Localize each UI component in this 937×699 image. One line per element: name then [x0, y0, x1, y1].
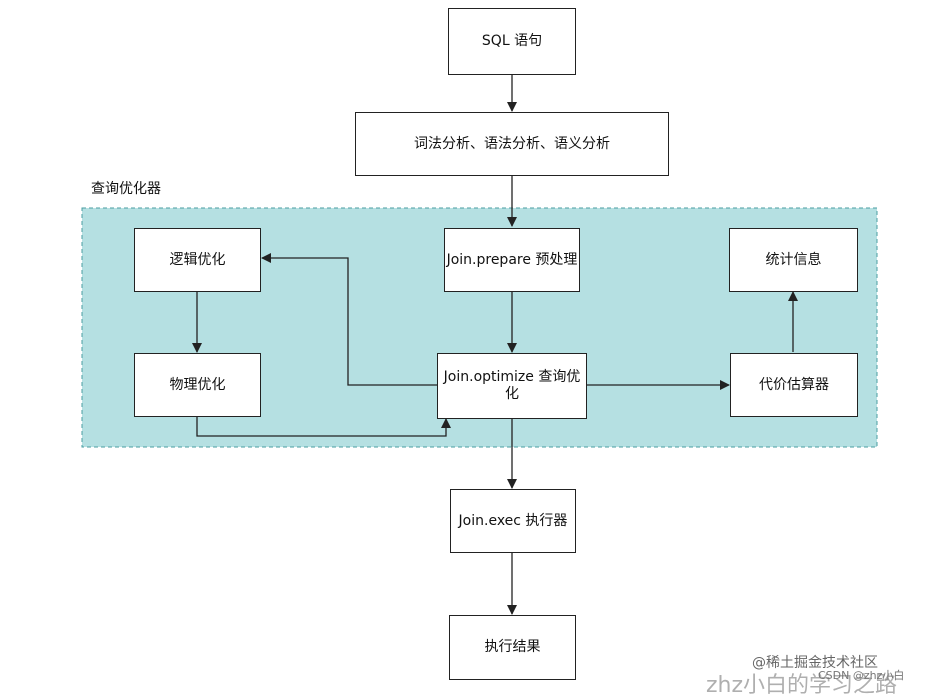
optimizer-group-label: 查询优化器 [91, 181, 161, 197]
watermark-csdn: CSDN @zhz小白 [818, 669, 905, 682]
execution-result-node: 执行结果 [449, 615, 576, 680]
join-optimize-node: Join.optimize 查询优化 [437, 353, 587, 419]
lexical-syntax-semantic-analysis-node: 词法分析、语法分析、语义分析 [355, 112, 669, 176]
statistics-node: 统计信息 [729, 228, 858, 292]
physical-optimization-node: 物理优化 [134, 353, 261, 417]
watermark-author: zhz小白的学习之路 [706, 673, 898, 698]
join-exec-node: Join.exec 执行器 [450, 489, 576, 553]
cost-estimator-node: 代价估算器 [730, 353, 858, 417]
sql-statement-node: SQL 语句 [448, 8, 576, 75]
logical-optimization-node: 逻辑优化 [134, 228, 261, 292]
edge-physical-to-optimize [196, 417, 451, 437]
watermark-community: @稀土掘金技术社区 [752, 655, 878, 671]
edge-optimize-to-logic [261, 253, 437, 386]
join-prepare-node: Join.prepare 预处理 [444, 228, 580, 292]
